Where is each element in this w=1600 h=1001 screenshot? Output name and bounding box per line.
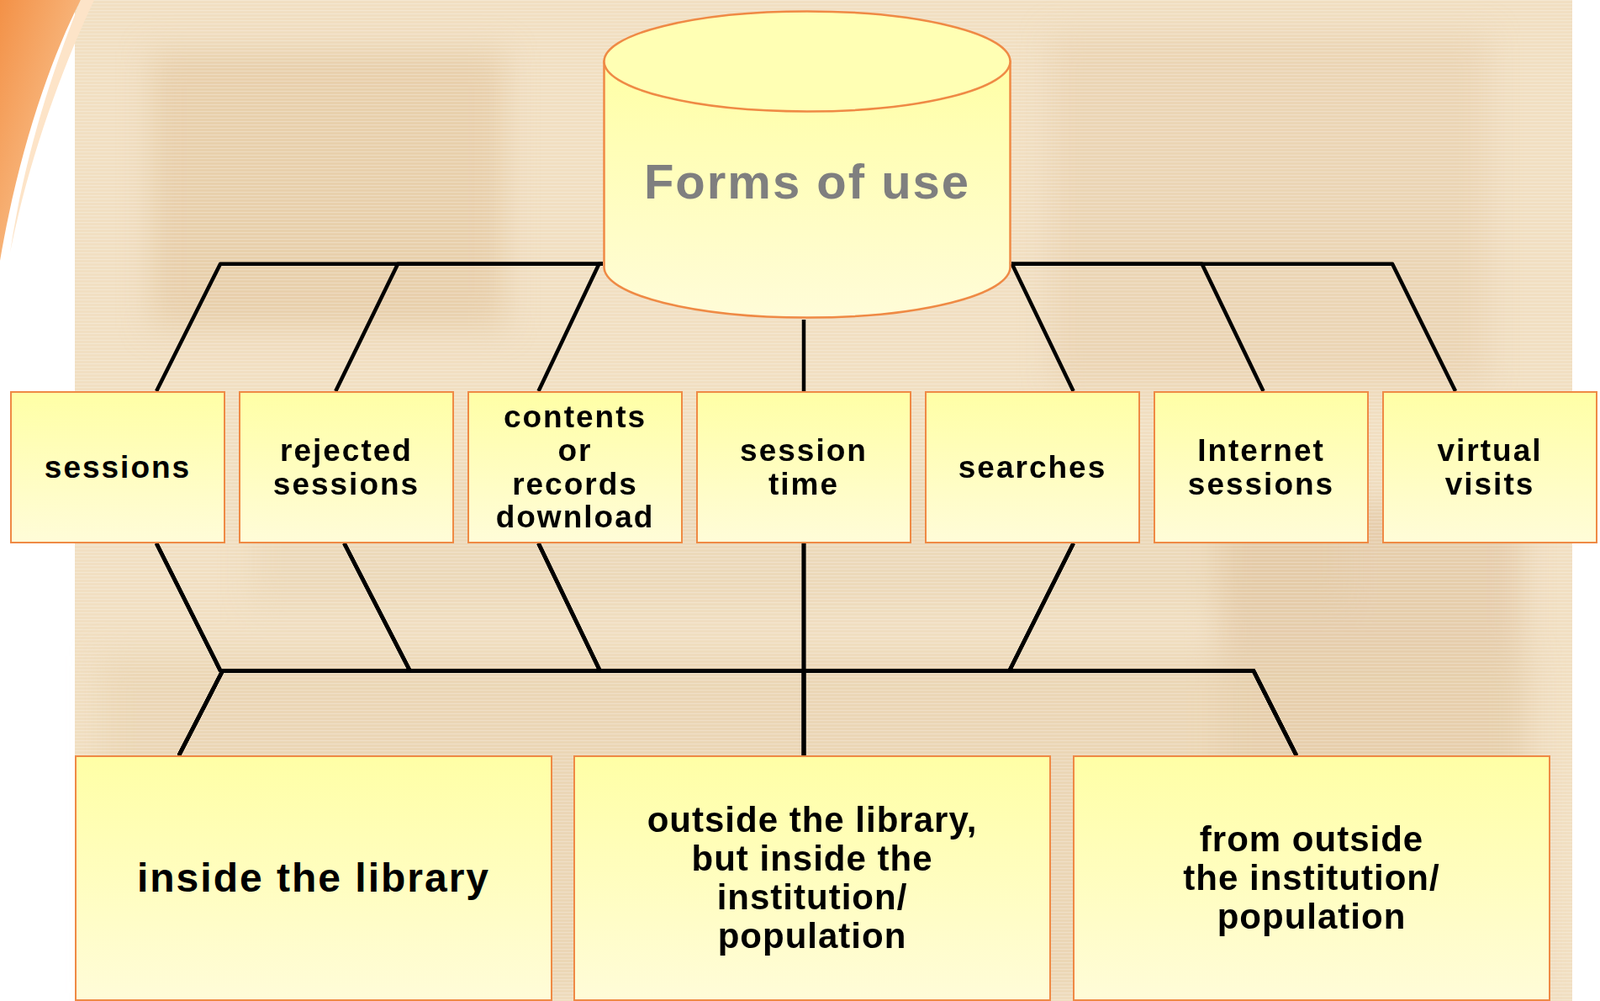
data-cylinder: Forms of use bbox=[602, 10, 1012, 320]
connector-line bbox=[179, 543, 1074, 756]
measure-box: Internet sessions bbox=[1153, 390, 1369, 544]
connector-line bbox=[156, 543, 804, 756]
connector-line bbox=[156, 543, 223, 756]
connector-line bbox=[538, 543, 1296, 756]
box-label: rejected sessions bbox=[248, 433, 444, 502]
connector-line bbox=[802, 319, 807, 391]
measure-box: rejected sessions bbox=[238, 390, 455, 544]
connector-line bbox=[179, 543, 411, 756]
connector-line bbox=[156, 264, 603, 391]
connector-line bbox=[343, 543, 1296, 756]
measure-box: session time bbox=[696, 390, 912, 544]
location-box: from outside the institution/ population bbox=[1072, 755, 1551, 1001]
box-label: virtual visits bbox=[1392, 433, 1588, 502]
connector-line bbox=[803, 543, 1074, 756]
cylinder-title: Forms of use bbox=[619, 154, 995, 209]
connector-line bbox=[538, 543, 804, 756]
measure-box: searches bbox=[924, 390, 1141, 544]
box-label: sessions bbox=[20, 450, 216, 485]
photo-ground bbox=[74, 0, 1573, 1001]
connector-line bbox=[803, 543, 1297, 756]
box-label: Internet sessions bbox=[1163, 433, 1359, 502]
box-label: inside the library bbox=[93, 855, 534, 901]
box-label: session time bbox=[706, 433, 902, 502]
measure-box: virtual visits bbox=[1382, 390, 1598, 544]
connector-line bbox=[156, 543, 1297, 756]
location-box: inside the library bbox=[74, 755, 553, 1001]
location-box: outside the library, but inside the inst… bbox=[573, 755, 1051, 1001]
connector-line bbox=[1009, 543, 1297, 756]
cylinder-top bbox=[604, 11, 1011, 112]
box-label: from outside the institution/ population bbox=[1176, 819, 1447, 937]
measure-box: sessions bbox=[10, 390, 226, 544]
connector-line bbox=[343, 543, 804, 756]
connector-line bbox=[1011, 264, 1456, 391]
photo-texture bbox=[74, 0, 1573, 1001]
box-label: contents or records download bbox=[477, 400, 673, 535]
connector-line bbox=[1011, 264, 1264, 391]
corner-swoosh-edge bbox=[10, 0, 95, 253]
connector-line bbox=[1011, 264, 1074, 391]
box-label: outside the library, but inside the inst… bbox=[637, 800, 988, 956]
connector-line bbox=[538, 264, 603, 391]
connector-line bbox=[335, 264, 603, 391]
measure-box: contents or records download bbox=[467, 390, 683, 544]
connector-line bbox=[179, 543, 804, 756]
box-label: searches bbox=[934, 450, 1131, 485]
connector-line bbox=[179, 543, 601, 756]
